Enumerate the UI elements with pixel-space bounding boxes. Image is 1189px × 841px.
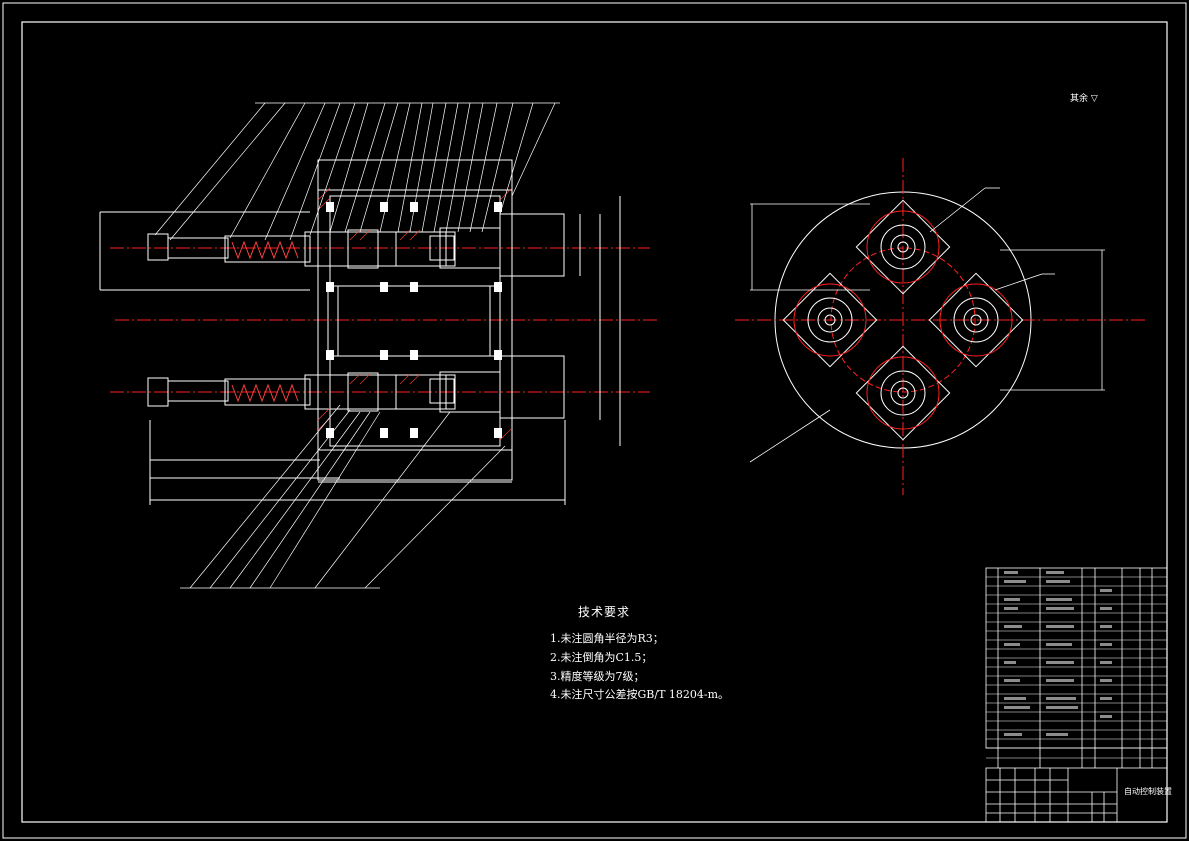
- inner-frame: [21, 21, 1168, 823]
- section-view: [99, 102, 660, 589]
- drawing-name: 自动控制装置: [1124, 787, 1172, 796]
- end-view: [735, 158, 1145, 495]
- title-block: [985, 767, 1168, 823]
- technical-requirement-item: 3.精度等级为7级；: [550, 670, 645, 683]
- technical-requirement-item: 1.未注圆角半径为R3；: [550, 632, 664, 645]
- technical-requirements-title: 技术要求: [578, 605, 631, 619]
- technical-requirement-item: 4.未注尺寸公差按GB/T 18204-m。: [550, 688, 730, 701]
- surface-roughness-note: 其余 ▽: [1070, 94, 1098, 104]
- technical-requirement-item: 2.未注倒角为C1.5；: [550, 651, 653, 664]
- parts-list: [985, 567, 1168, 768]
